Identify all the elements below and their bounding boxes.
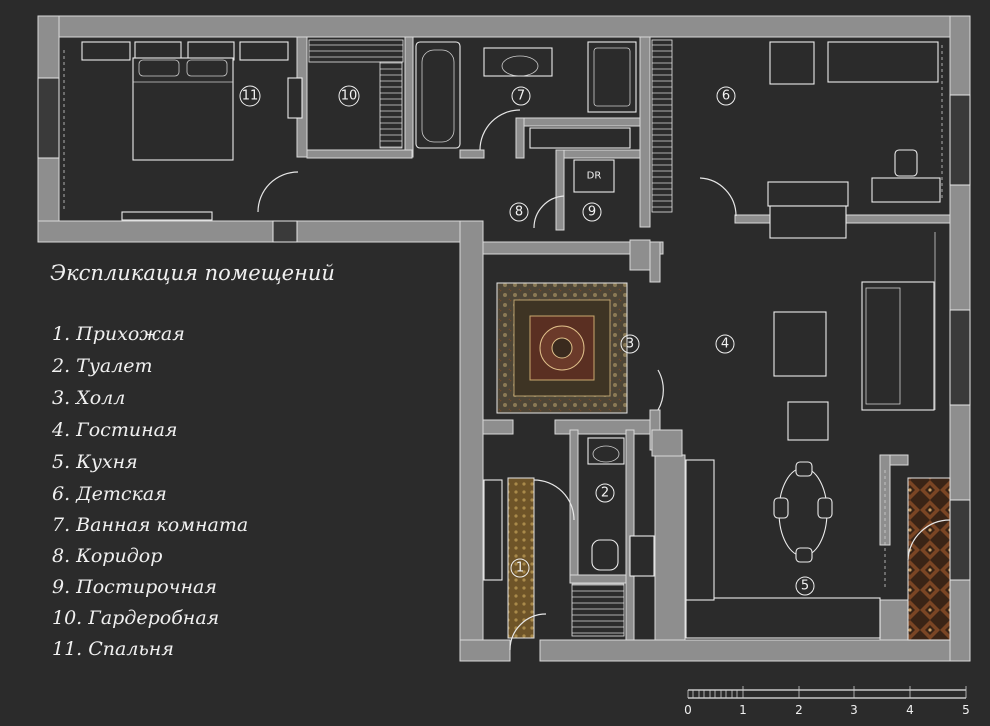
svg-text:3: 3: [626, 337, 634, 352]
room-number-11: 11: [239, 85, 261, 107]
scale-tick-label: 2: [795, 703, 803, 717]
room-number-3: 3: [620, 334, 640, 354]
room-numbers: 1 2 3 4 5 6 7 8 9 10 11: [239, 85, 815, 596]
dryer-label: DR: [587, 171, 602, 182]
living-room-furniture: [657, 232, 936, 441]
legend-item: 1. Прихожая: [52, 323, 185, 345]
legend-item: 6. Детская: [52, 483, 167, 505]
room-number-7: 7: [511, 86, 531, 106]
laundry: DR: [533, 159, 615, 229]
kitchen-furniture: [685, 459, 886, 639]
legend-title: Экспликация помещений: [50, 261, 335, 285]
svg-text:2: 2: [601, 486, 609, 501]
scale-tick-label: 3: [850, 703, 858, 717]
svg-text:8: 8: [515, 205, 523, 220]
svg-text:1: 1: [516, 561, 524, 576]
legend-item: 8. Коридор: [52, 545, 162, 567]
room-number-5: 5: [795, 576, 815, 596]
svg-text:11: 11: [242, 89, 259, 104]
legend-item: 2. Туалет: [51, 355, 153, 377]
svg-text:10: 10: [341, 89, 358, 104]
svg-text:6: 6: [722, 89, 730, 104]
legend-item: 11. Спальня: [52, 638, 174, 660]
svg-text:4: 4: [721, 337, 729, 352]
scale-tick-label: 0: [684, 703, 692, 717]
scale-bar: 0 1 2 3 4 5: [684, 686, 970, 717]
entry-furniture: [483, 479, 625, 651]
legend-item: 9. Постирочная: [52, 576, 217, 598]
room-number-6: 6: [716, 86, 736, 106]
legend-item: 4. Гостиная: [51, 419, 178, 441]
scale-tick-label: 1: [739, 703, 747, 717]
legend-item: 7. Ванная комната: [52, 514, 248, 536]
legend-item: 5. Кухня: [52, 451, 138, 473]
entry-runner: [507, 477, 535, 639]
room-number-9: 9: [582, 202, 602, 222]
room-number-2: 2: [595, 483, 615, 503]
scale-tick-label: 4: [906, 703, 914, 717]
svg-text:7: 7: [517, 89, 525, 104]
windows: [37, 77, 971, 581]
scale-tick-label: 5: [962, 703, 970, 717]
room-number-10: 10: [338, 85, 360, 107]
balcony-door: [907, 519, 951, 561]
toilet-fixtures: [533, 437, 655, 577]
legend-item: 10. Гардеробная: [52, 607, 219, 629]
room-number-4: 4: [715, 334, 735, 354]
legend: Экспликация помещений 1. Прихожая 2. Туа…: [50, 261, 335, 660]
balcony-tile: [907, 477, 951, 641]
svg-text:9: 9: [588, 205, 596, 220]
svg-text:5: 5: [801, 579, 809, 594]
legend-item: 3. Холл: [52, 387, 125, 409]
bathroom-fixtures: [415, 41, 637, 151]
child-room-furniture: [651, 39, 943, 239]
wardrobe-shelves: [308, 39, 404, 149]
bedroom-furniture: [63, 41, 303, 221]
room-number-8: 8: [509, 202, 529, 222]
room-number-1: 1: [510, 558, 530, 578]
hall-carpet: [496, 282, 628, 414]
